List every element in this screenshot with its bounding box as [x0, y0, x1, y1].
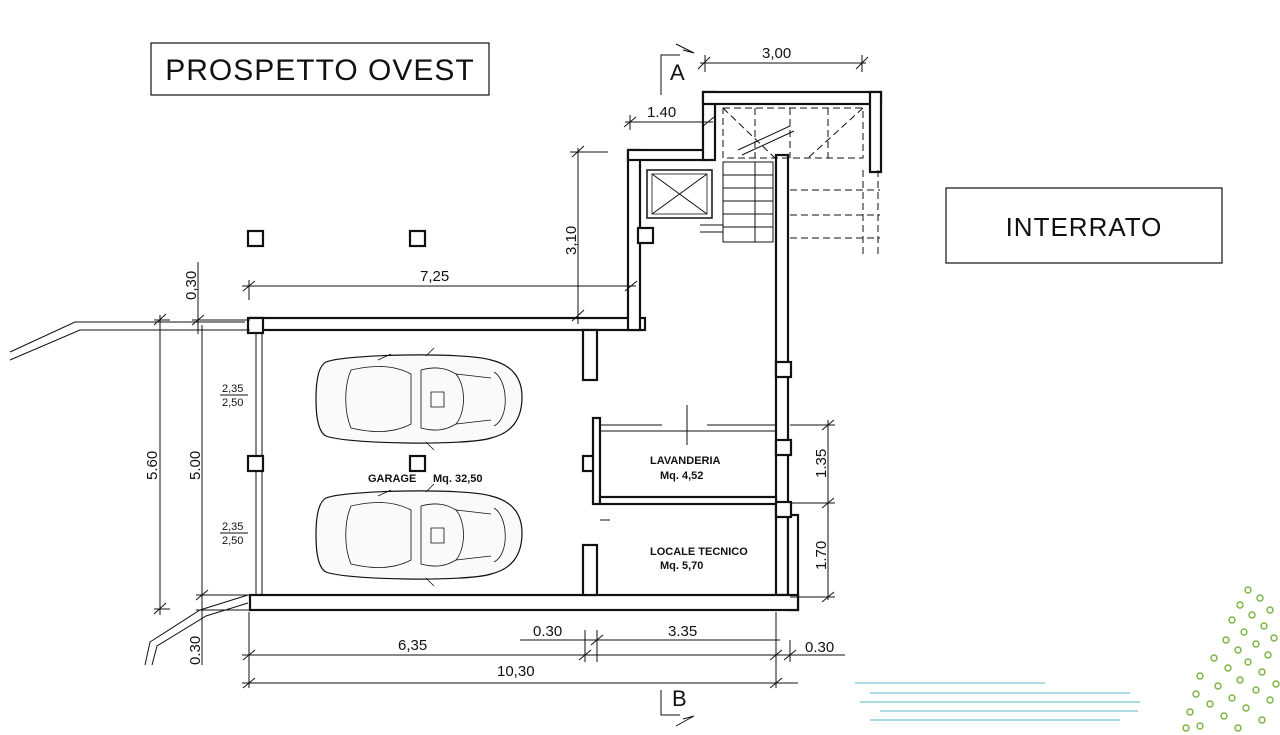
interior-walls	[581, 328, 778, 597]
water-lines	[855, 682, 1140, 721]
dim-lavanderia-depth: 1.35	[813, 449, 830, 478]
dimension-lines: 3,00 1.40 3,10 7,25 0,30 5.60	[144, 45, 869, 689]
room-garage-name: GARAGE	[368, 473, 416, 485]
dim-overall-width: 10,30	[497, 663, 535, 680]
dim-overall-depth: 5.60	[144, 451, 161, 480]
dim-bay-top-a: 2,35	[222, 383, 243, 395]
car-bottom	[315, 483, 523, 587]
dim-bottom-b: 0.30	[533, 623, 562, 640]
dim-bottom-c: 3.35	[668, 623, 697, 640]
room-lavanderia-area: Mq. 4,52	[660, 470, 703, 482]
tree-foliage	[1182, 586, 1280, 732]
title-interrato-text: INTERRATO	[1006, 212, 1163, 242]
room-lavanderia-name: LAVANDERIA	[650, 455, 721, 467]
exterior-columns	[246, 229, 427, 473]
title-prospetto-ovest: PROSPETTO OVEST	[150, 42, 490, 96]
dim-stair-width: 3,00	[762, 45, 791, 62]
dim-garage-width: 7,25	[420, 268, 449, 285]
room-labels: GARAGE Mq. 32,50 LAVANDERIA Mq. 4,52 LOC…	[368, 455, 748, 572]
dim-bay-bottom-b: 2,50	[222, 535, 243, 547]
car-top	[315, 347, 523, 451]
dim-stair-offset: 1.40	[647, 104, 676, 121]
dim-bottom-a: 6,35	[398, 637, 427, 654]
room-garage-area: Mq. 32,50	[433, 473, 483, 485]
section-marker-a: A	[660, 43, 695, 95]
room-tecnico-name: LOCALE TECNICO	[650, 546, 748, 558]
dim-inner-depth: 5.00	[187, 451, 204, 480]
title-prospetto-text: PROSPETTO OVEST	[165, 54, 475, 87]
section-a-label: A	[670, 60, 685, 85]
room-tecnico-area: Mq. 5,70	[660, 560, 703, 572]
dim-bay-bottom-a: 2,35	[222, 521, 243, 533]
dim-stair-depth: 3,10	[563, 226, 580, 255]
dim-tecnico-depth: 1.70	[813, 541, 830, 570]
dim-bottom-d: 0.30	[805, 639, 834, 656]
exterior-walls	[246, 90, 883, 612]
elevator-shaft	[646, 169, 713, 219]
staircase	[700, 107, 880, 255]
terrain-lines	[9, 321, 249, 666]
dim-wall-top: 0,30	[183, 271, 200, 300]
section-b-label: B	[672, 686, 687, 711]
dim-wall-bottom-left: 0.30	[187, 636, 204, 665]
title-interrato: INTERRATO	[945, 187, 1223, 264]
section-marker-b: B	[660, 686, 695, 727]
dim-bay-top-b: 2,50	[222, 397, 243, 409]
